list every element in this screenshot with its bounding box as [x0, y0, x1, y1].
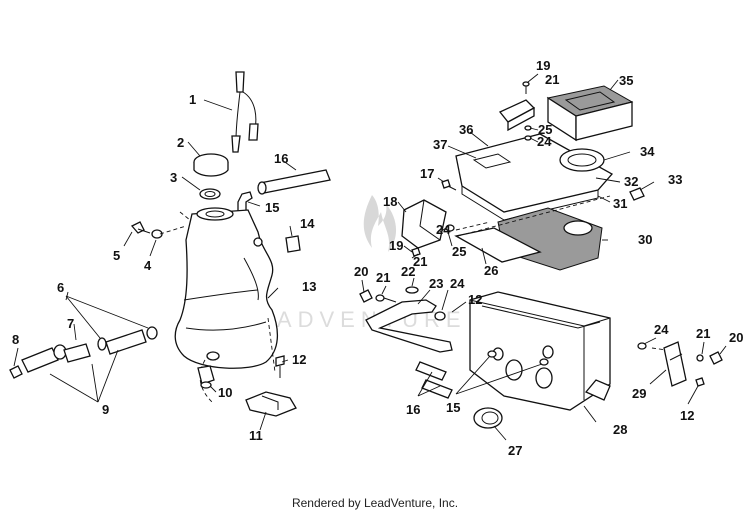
guide-line-tank	[159, 211, 213, 403]
callout-10: 10	[218, 385, 232, 400]
callout-24-right: 24	[654, 322, 669, 337]
callout-36: 36	[459, 122, 473, 137]
fuel-line-assembly	[9, 326, 158, 379]
callout-20-left: 20	[354, 264, 368, 279]
fuel-pickup-assembly	[231, 71, 259, 153]
callout-16-left: 16	[274, 151, 288, 166]
callout-16-right: 16	[406, 402, 420, 417]
spacers	[415, 350, 549, 399]
callout-21-mid: 21	[413, 254, 427, 269]
callout-26: 26	[484, 263, 498, 278]
battery-mat	[454, 227, 542, 263]
callout-12-right: 12	[680, 408, 694, 423]
callout-labels: 1 2 3 4 5 6 7 8 9 10 11 12 13 14 15 16 1…	[12, 58, 743, 458]
leader-lines	[13, 73, 727, 441]
foam-pad-top	[546, 85, 634, 142]
callout-19-mid: 19	[389, 238, 403, 253]
guide-line-right	[455, 195, 667, 351]
callout-7: 7	[67, 316, 74, 331]
tank-bracket	[245, 355, 297, 417]
callout-33: 33	[668, 172, 682, 187]
top-terminal-parts	[498, 81, 536, 141]
callout-15-right: 15	[446, 400, 460, 415]
callout-24-bracket: 24	[450, 276, 465, 291]
cap-gasket	[199, 188, 221, 200]
callout-21-top: 21	[545, 72, 559, 87]
large-grommet	[473, 407, 503, 429]
terminal-plate	[637, 341, 723, 387]
cover-bolt	[441, 179, 457, 191]
callout-8: 8	[12, 332, 19, 347]
callout-27: 27	[508, 443, 522, 458]
callout-22: 22	[401, 264, 415, 279]
callout-25-mid: 25	[452, 244, 466, 259]
callout-18: 18	[383, 194, 397, 209]
wire-connector	[629, 187, 645, 201]
callout-4: 4	[144, 258, 152, 273]
callout-6: 6	[57, 280, 64, 295]
callout-31: 31	[613, 196, 627, 211]
callout-25-top: 25	[538, 122, 552, 137]
callout-14: 14	[300, 216, 315, 231]
tank-screw	[130, 221, 163, 239]
callout-5: 5	[113, 248, 120, 263]
callout-20-right: 20	[729, 330, 743, 345]
callout-32: 32	[624, 174, 638, 189]
callout-23: 23	[429, 276, 443, 291]
callout-29: 29	[632, 386, 646, 401]
callout-21-left: 21	[376, 270, 390, 285]
footer-credit: Rendered by LeadVenture, Inc.	[291, 496, 459, 510]
callout-17: 17	[420, 166, 434, 181]
battery-cover	[455, 133, 614, 221]
callout-28: 28	[613, 422, 627, 437]
hold-down-bracket	[365, 286, 453, 353]
elbow-fitting	[237, 191, 253, 213]
tank-clip	[285, 235, 301, 253]
callout-37: 37	[433, 137, 447, 152]
watermark-flame-icon	[363, 195, 397, 252]
callout-3: 3	[170, 170, 177, 185]
callout-2: 2	[177, 135, 184, 150]
callout-24-mid: 24	[436, 222, 451, 237]
guide-line-bracket	[267, 317, 276, 373]
vent-hose	[257, 169, 331, 195]
callout-34: 34	[640, 144, 655, 159]
callout-21-right: 21	[696, 326, 710, 341]
callout-15-left: 15	[265, 200, 279, 215]
callout-12-left: 12	[292, 352, 306, 367]
callout-19-top: 19	[536, 58, 550, 73]
callout-35: 35	[619, 73, 633, 88]
callout-9: 9	[102, 402, 109, 417]
drain-fitting	[197, 365, 215, 389]
callout-30: 30	[638, 232, 652, 247]
fuel-tank	[174, 207, 278, 369]
battery-box	[469, 291, 611, 411]
fuel-cap	[193, 153, 229, 177]
callout-1: 1	[189, 92, 196, 107]
callout-13: 13	[302, 279, 316, 294]
callout-24-top: 24	[537, 134, 552, 149]
callout-12-mid: 12	[468, 292, 482, 307]
bracket-bolt	[359, 289, 397, 303]
callout-11: 11	[249, 428, 263, 443]
